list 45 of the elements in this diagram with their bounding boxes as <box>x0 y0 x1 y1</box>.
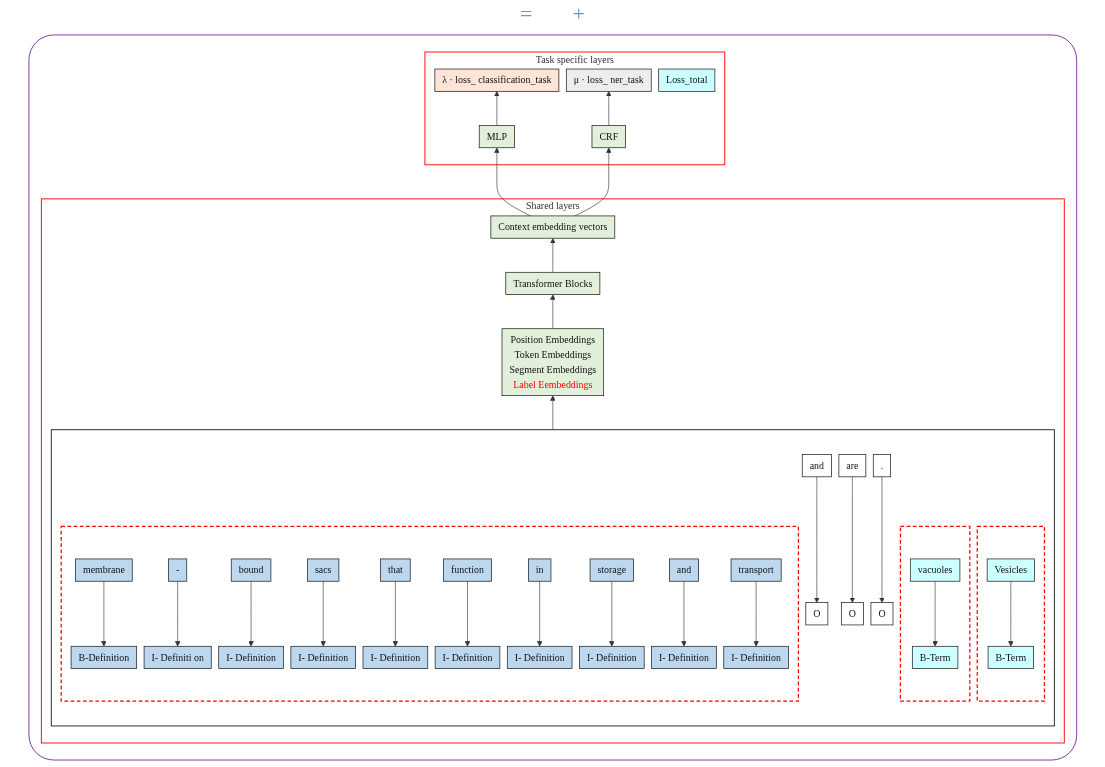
node-box: I- Definition <box>218 645 284 669</box>
node-box: MLP <box>478 125 515 149</box>
node-box: are <box>838 454 866 478</box>
node-box: I- Definition <box>650 645 717 669</box>
node-box: λ · loss_ classification_task <box>434 68 559 92</box>
node-box: CRF <box>591 125 626 149</box>
node-box: Loss_total <box>657 68 715 92</box>
node-box: I- Definition <box>290 645 356 669</box>
cluster <box>976 525 1045 702</box>
node-box: Vesicles <box>986 558 1035 582</box>
node-box: B-Term <box>911 645 958 669</box>
node-box: that <box>379 558 411 582</box>
node-box: sacs <box>306 558 339 582</box>
operator-sign: + <box>572 1 585 27</box>
node-box: and <box>801 454 832 478</box>
node-box: storage <box>589 558 634 582</box>
cluster <box>28 34 1077 761</box>
cluster <box>50 429 1055 727</box>
node-box: Transformer Blocks <box>505 271 600 295</box>
node-box: transport <box>730 558 782 582</box>
node-box: I- Definition <box>362 645 428 669</box>
node-box: I- Definition <box>506 645 573 669</box>
node-box: function <box>442 558 492 582</box>
cluster <box>899 525 971 702</box>
node-box: I- Definition <box>578 645 645 669</box>
node-box: membrane <box>74 558 133 582</box>
node-box: B-Term <box>987 645 1034 669</box>
node-box: I- Definition <box>723 645 789 669</box>
node-box: Context embedding vectors <box>490 215 615 239</box>
node-box: μ · loss_ ner_task <box>565 68 652 92</box>
node-box: in <box>527 558 551 582</box>
node-box: O <box>840 602 864 626</box>
cluster <box>60 525 799 702</box>
node-box: O <box>805 602 828 626</box>
node-box: bound <box>230 558 271 582</box>
node-box: I- Definiti on <box>143 645 212 669</box>
node-box: B-Definition <box>70 645 137 669</box>
node-box: and <box>668 558 699 582</box>
node-box: O <box>870 602 893 626</box>
node-box: vacuoles <box>909 558 960 582</box>
node-box: I- Definition <box>434 645 500 669</box>
node-box: - <box>167 558 187 582</box>
operator-sign: = <box>520 1 533 27</box>
node-box: . <box>872 454 891 478</box>
node-box: Position Embeddings Token Embeddings Segment Embeddings Label Eembeddings <box>501 328 604 396</box>
